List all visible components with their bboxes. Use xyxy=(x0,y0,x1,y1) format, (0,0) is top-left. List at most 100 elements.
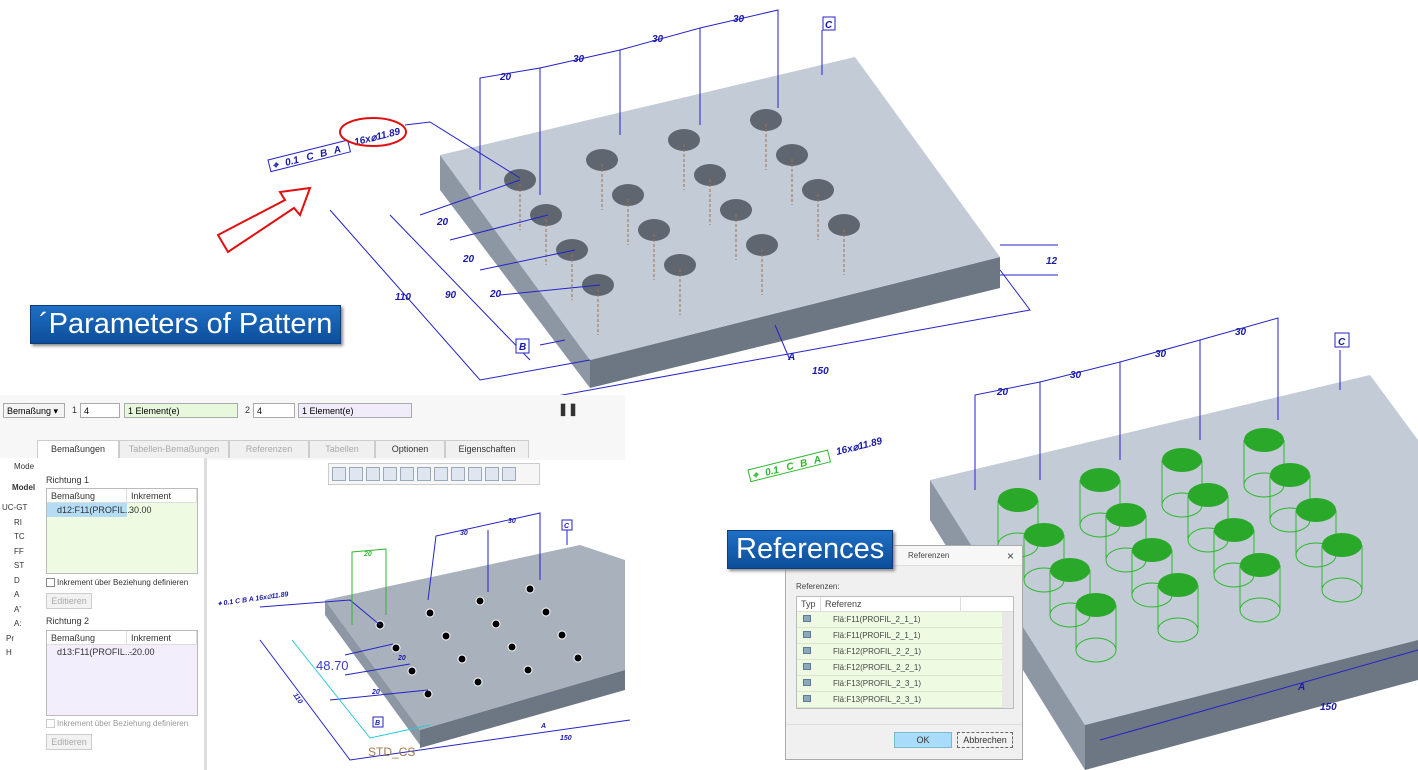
dir2-count-input[interactable]: 4 xyxy=(253,403,295,418)
surface-icon xyxy=(797,695,821,704)
dir1-edit-button[interactable]: Editieren xyxy=(46,593,92,609)
svg-text:B: B xyxy=(799,458,809,470)
hole-highlighted xyxy=(1270,463,1310,487)
svg-text:0.1: 0.1 xyxy=(284,155,301,169)
datum-display-icon[interactable] xyxy=(468,467,482,481)
repaint-icon[interactable] xyxy=(383,467,397,481)
tab-1[interactable]: Tabellen-Bemaßungen xyxy=(119,440,229,458)
hole-highlighted xyxy=(1162,448,1202,472)
dir2-relation-checkbox[interactable]: Inkrement über Beziehung definieren xyxy=(46,719,188,728)
list-item[interactable]: Flä:F12(PROFIL_2_2_1) xyxy=(797,660,1003,676)
hole-point xyxy=(457,654,467,664)
annotation-display-icon[interactable] xyxy=(485,467,499,481)
dir1-elements-field[interactable]: 1 Element(e) xyxy=(124,403,238,418)
hole xyxy=(556,239,588,261)
surface-icon xyxy=(797,647,821,656)
spin-center-icon[interactable] xyxy=(502,467,516,481)
dim-edit-value[interactable]: 48.70 xyxy=(316,658,349,673)
tab-3[interactable]: Tabellen xyxy=(309,440,375,458)
list-item[interactable]: Flä:F12(PROFIL_2_2_1) xyxy=(797,644,1003,660)
tree-item[interactable]: A xyxy=(14,590,20,599)
tree-item[interactable]: RI xyxy=(14,517,22,527)
surface-icon xyxy=(797,631,821,640)
svg-text:C: C xyxy=(564,523,570,530)
svg-text:B: B xyxy=(375,720,380,727)
hole-highlighted xyxy=(1080,468,1120,492)
hole xyxy=(694,164,726,186)
tree-item[interactable]: D xyxy=(14,575,20,585)
hole-point xyxy=(525,584,535,594)
dim-150: 150 xyxy=(812,366,829,377)
list-item[interactable]: Flä:F11(PROFIL_2_1_1) xyxy=(797,612,1003,628)
dim-30: 30 xyxy=(652,34,664,45)
zoom-in-icon[interactable] xyxy=(349,467,363,481)
zoom-out-icon[interactable] xyxy=(366,467,380,481)
table-row[interactable]: d12:F11(PROFIL...30.00 xyxy=(47,503,197,517)
surface-icon xyxy=(797,679,821,688)
hole xyxy=(586,149,618,171)
svg-text:C: C xyxy=(785,461,795,474)
pause-button[interactable]: ❚❚ xyxy=(558,402,579,416)
dir2-edit-button[interactable]: Editieren xyxy=(46,734,92,750)
list-item[interactable]: Flä:F13(PROFIL_2_3_1) xyxy=(797,692,1003,708)
datum-b: B xyxy=(519,342,526,353)
ok-button[interactable]: OK xyxy=(894,732,952,748)
tree-item[interactable]: FF xyxy=(14,546,24,556)
hole-point xyxy=(475,596,485,606)
dir1-count-input[interactable]: 4 xyxy=(80,403,120,418)
svg-text:A: A xyxy=(812,454,823,467)
tab-2[interactable]: Referenzen xyxy=(229,440,309,458)
view-manager-icon[interactable] xyxy=(434,467,448,481)
hole xyxy=(746,234,778,256)
list-item[interactable]: Flä:F11(PROFIL_2_1_1) xyxy=(797,628,1003,644)
dim-20: 20 xyxy=(489,289,502,300)
tree-item[interactable]: TC xyxy=(14,532,25,541)
cancel-button[interactable]: Abbrechen xyxy=(957,732,1013,748)
hole-highlighted xyxy=(1240,553,1280,577)
tree-item[interactable]: Pr xyxy=(6,633,14,643)
tree-item[interactable]: A: xyxy=(14,619,22,628)
tab-0[interactable]: Bemaßungen xyxy=(37,440,119,458)
scrollbar[interactable] xyxy=(1002,612,1013,708)
hole-point xyxy=(441,631,451,641)
tab-4[interactable]: Optionen xyxy=(375,440,445,458)
svg-text:16x⌀11.89: 16x⌀11.89 xyxy=(835,436,884,458)
svg-text:C: C xyxy=(1338,337,1346,348)
csys-label: STD_CS xyxy=(368,745,415,759)
hole xyxy=(776,144,808,166)
pattern-type-select[interactable]: Bemaßung ▾ xyxy=(3,403,65,418)
svg-text:⌖: ⌖ xyxy=(271,160,280,172)
dim-20: 20 xyxy=(436,217,449,228)
hole xyxy=(802,179,834,201)
table-row[interactable]: d13:F11(PROFIL...-20.00 xyxy=(57,647,155,657)
hole-point xyxy=(541,607,551,617)
dim-90: 90 xyxy=(445,290,457,301)
hole xyxy=(664,254,696,276)
tab-5[interactable]: Eigenschaften xyxy=(445,440,529,458)
orient-icon[interactable] xyxy=(400,467,414,481)
dim-12: 12 xyxy=(1046,256,1058,267)
hole-highlighted xyxy=(1214,518,1254,542)
display-style-icon[interactable] xyxy=(417,467,431,481)
slab-left-face xyxy=(440,155,590,388)
tree-item[interactable]: ST xyxy=(14,561,25,570)
dir1-relation-checkbox[interactable]: Inkrement über Beziehung definieren xyxy=(46,578,188,587)
hole-highlighted xyxy=(1296,498,1336,522)
tree-item[interactable]: UC-GT xyxy=(2,503,28,512)
dir2-elements-field[interactable]: 1 Element(e) xyxy=(298,403,412,418)
hole-point xyxy=(523,665,533,675)
zoom-fit-icon[interactable] xyxy=(332,467,346,481)
tree-item[interactable]: H xyxy=(6,648,12,657)
hole xyxy=(828,214,860,236)
saved-views-icon[interactable] xyxy=(451,467,465,481)
close-icon[interactable]: × xyxy=(1006,549,1014,563)
dir1-number: 1 xyxy=(72,405,78,415)
list-item[interactable]: Flä:F13(PROFIL_2_3_1) xyxy=(797,676,1003,692)
hole xyxy=(612,184,644,206)
tree-item[interactable]: A' xyxy=(14,604,21,614)
